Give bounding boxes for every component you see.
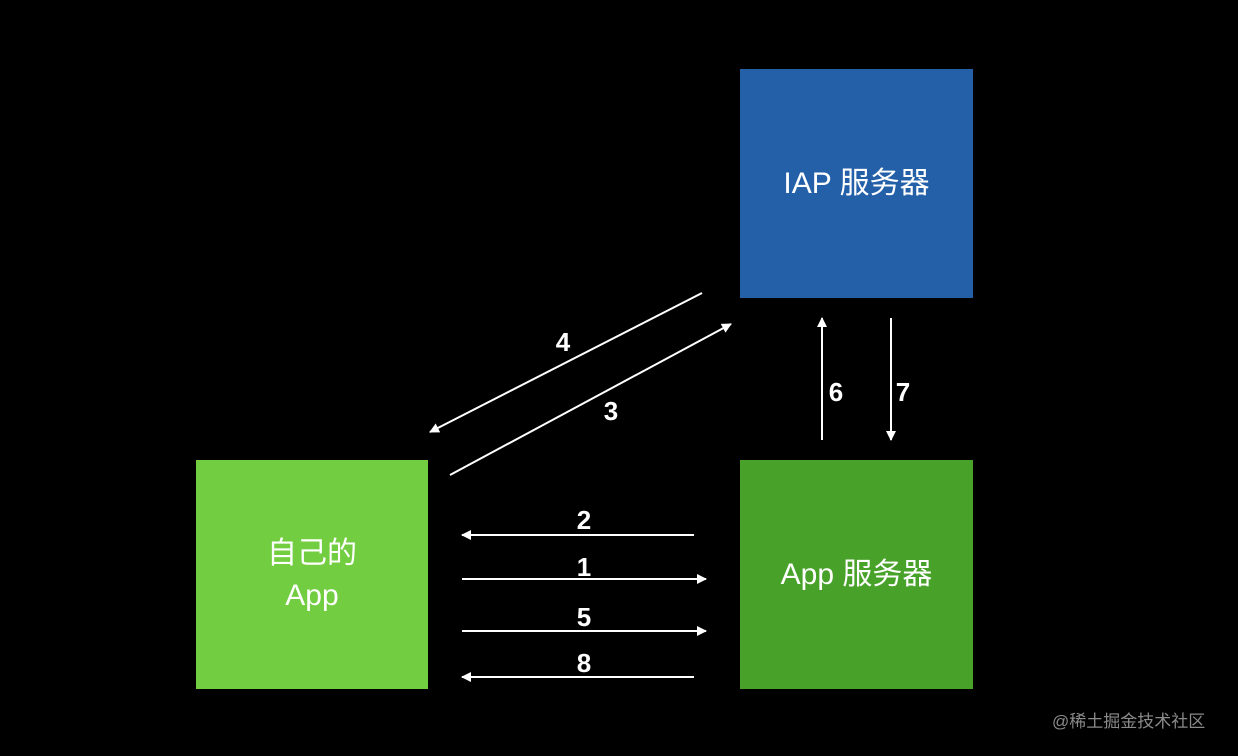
arrow-3-app-to-iap	[449, 323, 732, 476]
arrow-4-iap-to-app	[429, 292, 703, 433]
arrow-4-label: 4	[555, 327, 571, 357]
arrow-8-label: 8	[576, 648, 592, 678]
watermark: @稀土掘金技术社区	[1052, 712, 1206, 731]
iap-server-label: IAP 服务器	[783, 166, 930, 200]
arrow-3-label: 3	[603, 396, 619, 426]
own-app-box: 自己的 App	[196, 460, 428, 689]
iap-server-box: IAP 服务器	[740, 69, 973, 298]
arrow-2-label: 2	[576, 505, 592, 535]
arrow-7-label: 7	[895, 377, 911, 407]
own-app-label: 自己的 App	[267, 536, 357, 612]
arrow-6-label: 6	[828, 377, 844, 407]
app-server-box: App 服务器	[740, 460, 973, 689]
arrow-5-label: 5	[576, 602, 592, 632]
arrow-1-label: 1	[576, 552, 592, 582]
app-server-label: App 服务器	[780, 557, 933, 591]
